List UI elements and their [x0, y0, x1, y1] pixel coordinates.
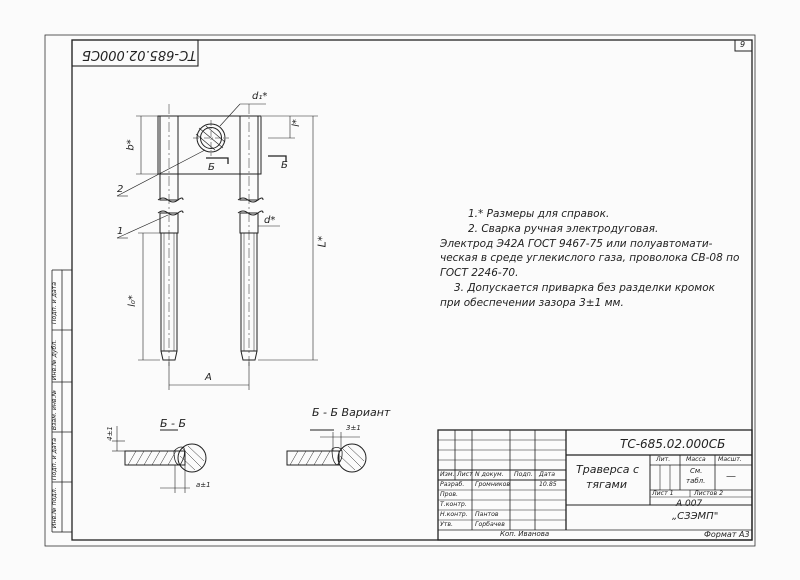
section-title-left: Б - Б: [160, 417, 187, 430]
tb-mass-value: См.: [690, 467, 703, 475]
tb-sheet-label: Лист 1: [652, 490, 674, 497]
tb-org-code: А 007: [676, 499, 703, 509]
tb-drawing-code: ТС-685.02.000СБ: [620, 437, 726, 451]
tb-name: Горбачев: [475, 521, 505, 528]
note-line: 2. Сварка ручная электродуговая.: [468, 223, 659, 235]
tb-part-name-line2: тягами: [586, 478, 627, 491]
section-title-variant: Б - Б Вариант: [312, 406, 391, 419]
tb-name: Громников: [475, 481, 511, 488]
tb-scale-value: —: [726, 471, 736, 482]
tb-mass-value: табл.: [686, 477, 706, 485]
label-l-star: l*: [290, 119, 302, 127]
title-block-grid: [437, 429, 753, 541]
tb-format: Формат А3: [704, 530, 750, 539]
note-line: ГОСТ 2246-70.: [440, 267, 519, 279]
tb-role: Утв.: [440, 521, 453, 528]
tb-col-header: Подп.: [514, 471, 533, 478]
side-stamp-label: Инв.№ подл.: [50, 487, 58, 529]
label-L-star: L*: [315, 235, 329, 248]
leader-label-2: 2: [117, 184, 124, 195]
traverse-assembly-view: [116, 103, 318, 390]
tb-col-header: Дата: [539, 471, 556, 478]
tb-role: Т.контр.: [440, 501, 467, 508]
side-stamp-label: Подп. и дата: [50, 281, 58, 325]
tb-mass-header: Масса: [686, 456, 706, 463]
tb-part-name-line1: Траверса с: [576, 463, 640, 476]
side-stamp-frame: [61, 269, 73, 533]
tb-lit-header: Лит.: [656, 456, 671, 463]
tb-scale-header: Масшт.: [718, 456, 742, 463]
note-line: ческая в среде углекислого газа, проволо…: [440, 252, 740, 264]
section-bb-variant-view: [286, 429, 367, 473]
section-bb-view: [112, 426, 207, 493]
label-b-star: b*: [125, 139, 137, 151]
section-dim-left-vertical: 4±1: [105, 426, 114, 441]
page-number: 9: [740, 40, 746, 49]
tb-role: Разраб.: [440, 481, 465, 488]
label-d-star: d*: [264, 215, 276, 226]
leader-label-1: 1: [117, 226, 124, 237]
tb-date: 10.85: [539, 481, 557, 488]
side-stamp-label: Инв.№ дубл.: [50, 339, 58, 381]
tb-col-header: Лист: [457, 471, 473, 478]
section-dim-right: 3±1: [346, 424, 361, 432]
sheet-outer-frame: [44, 34, 756, 547]
side-stamp-label: Подп. и дата: [50, 437, 58, 481]
section-mark-left: Б: [208, 162, 215, 173]
note-line: 3. Допускается приварка без разделки кро…: [454, 282, 715, 294]
note-line: 1.* Размеры для справок.: [468, 208, 610, 220]
tb-col-header: Изм.: [440, 471, 455, 478]
label-A: A: [205, 372, 212, 383]
note-line: Электрод Э42А ГОСТ 9467-75 или полуавтом…: [440, 238, 713, 250]
section-dim-left-bottom: а±1: [196, 481, 211, 489]
tb-role: Н.контр.: [440, 511, 468, 518]
tb-name: Пантов: [475, 511, 499, 518]
page-number-box: [734, 39, 753, 52]
tb-sheets-label: Листов 2: [694, 490, 724, 497]
section-mark-right: Б: [281, 160, 288, 171]
label-d1: d₁*: [252, 91, 268, 102]
tb-col-header: N докум.: [475, 471, 504, 478]
side-stamp-label: Взам. инв.№: [50, 390, 58, 431]
top-code-box: [71, 39, 199, 67]
tb-role: Пров.: [440, 491, 458, 498]
note-line: при обеспечении зазора 3±1 мм.: [440, 297, 624, 309]
tb-org-name: „СЗЭМП": [672, 511, 719, 522]
label-l0-star: l₀*: [126, 295, 138, 307]
top-rotated-code: ТС-685.02.000СБ: [82, 47, 197, 62]
tb-copied-by: Коп. Иванова: [500, 530, 550, 538]
